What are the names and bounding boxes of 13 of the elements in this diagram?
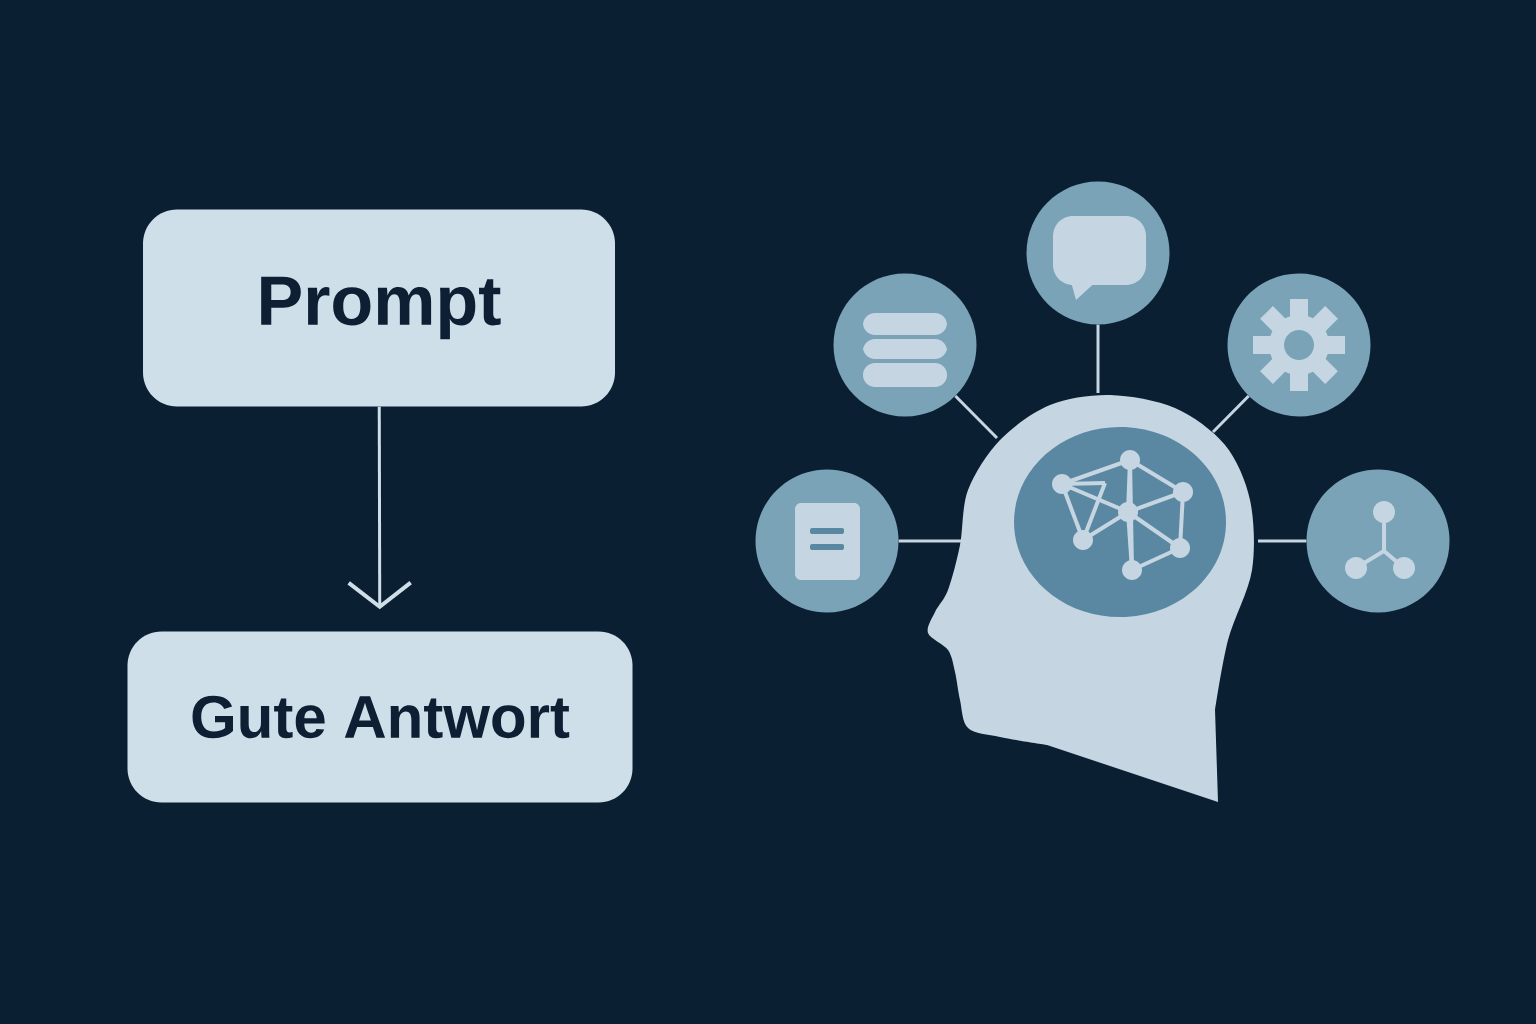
connector-line xyxy=(1096,324,1100,393)
connector-line xyxy=(954,394,999,440)
gear-icon xyxy=(1227,273,1371,417)
connector-line xyxy=(1258,539,1307,543)
document-icon xyxy=(755,469,899,613)
head-drawing xyxy=(927,394,1254,802)
chat-icon xyxy=(1026,181,1170,325)
database-icon xyxy=(833,273,977,417)
arrow xyxy=(347,406,412,610)
process-box: Gute Antwort xyxy=(127,631,633,803)
process-box: Prompt xyxy=(143,209,615,407)
network-icon xyxy=(1306,469,1450,613)
connector-line xyxy=(1211,394,1250,434)
